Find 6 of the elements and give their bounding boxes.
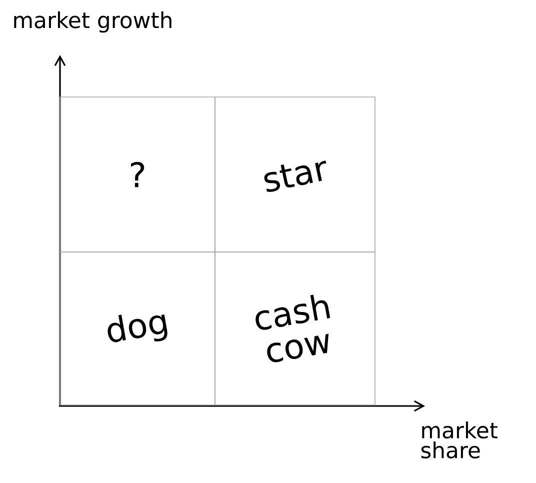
quadrant-label: ? [130,162,144,188]
axis-label: market growth [14,11,172,33]
axis-label: market share [421,422,498,458]
quadrant-label: dog [108,314,168,342]
quadrant-label: star [264,160,326,192]
quadrant-label: cash cow [256,294,330,362]
